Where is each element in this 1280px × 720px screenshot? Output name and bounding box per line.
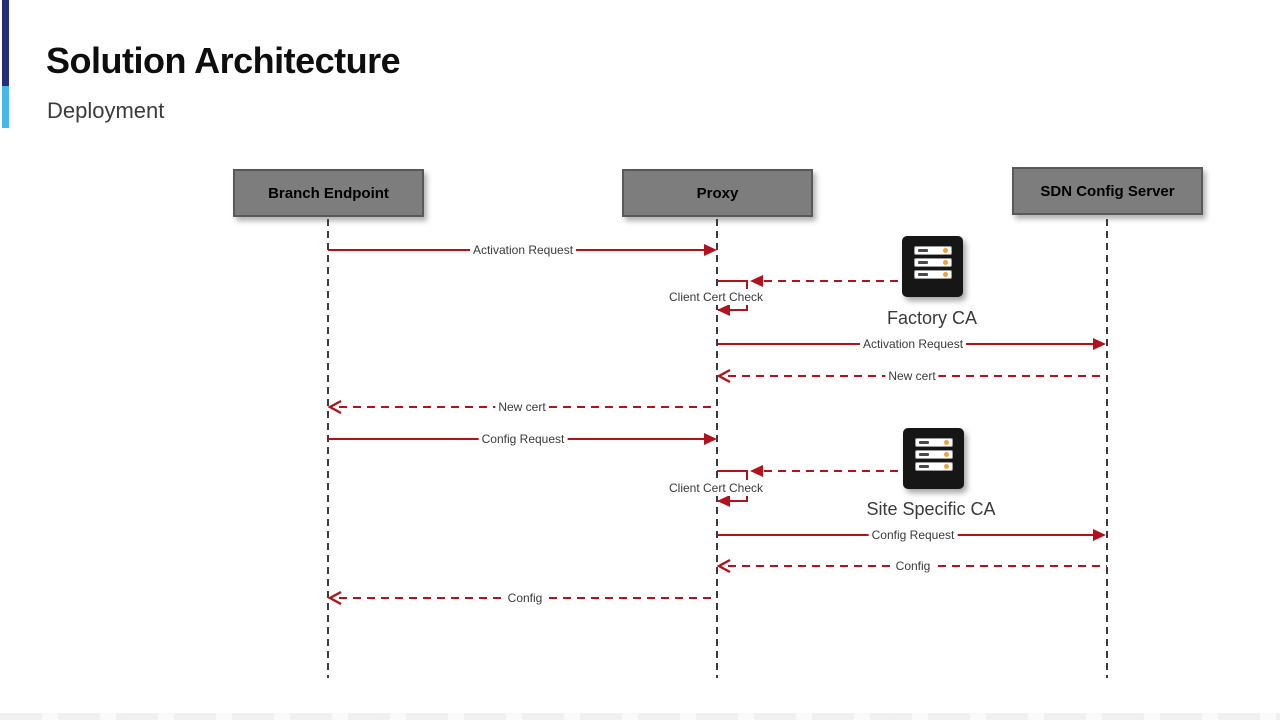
server-icon [903, 428, 964, 489]
filled-arrowhead-icon [717, 495, 730, 507]
actor-box-branch-endpoint: Branch Endpoint [233, 169, 424, 217]
server-text-mark [917, 261, 928, 264]
open-arrowhead-icon [716, 368, 731, 384]
loop-top-line [717, 470, 748, 472]
message-label: Config Request [478, 431, 568, 447]
message-label: Config Request [868, 527, 958, 543]
message-label: Client Cert Check [665, 289, 767, 305]
actor-box-proxy: Proxy [622, 169, 813, 217]
server-text-mark [918, 453, 929, 456]
actor-label: Branch Endpoint [268, 184, 389, 202]
page-title: Solution Architecture [46, 40, 401, 81]
filled-arrowhead-icon [750, 465, 763, 477]
server-bay [914, 450, 953, 459]
factory-ca-label: Factory CA [886, 308, 978, 328]
server-bay [913, 246, 952, 255]
server-text-mark [918, 441, 929, 444]
actor-label: SDN Config Server [1040, 182, 1175, 200]
accent-bar-blue [2, 86, 9, 128]
server-text-mark [918, 465, 929, 468]
message-label: Activation Request [469, 242, 577, 258]
message-label: Client Cert Check [665, 480, 767, 496]
server-led [942, 272, 948, 277]
server-text-mark [917, 249, 928, 252]
dashed-reply-line [764, 470, 903, 472]
message-label: Activation Request [859, 336, 967, 352]
dashed-reply-line [764, 280, 902, 282]
site-specific-ca-label: Site Specific CA [866, 499, 996, 519]
filled-arrowhead-icon [1093, 529, 1106, 541]
loop-bottom-line [718, 500, 748, 502]
bottom-artifact-strip [0, 713, 1280, 720]
loop-top-line [717, 280, 748, 282]
filled-arrowhead-icon [704, 433, 717, 445]
server-led [943, 452, 949, 457]
message-label: Config [504, 590, 546, 606]
server-bay [913, 258, 952, 267]
message-label: New cert [495, 399, 549, 415]
filled-arrowhead-icon [717, 304, 730, 316]
lifeline-branch-endpoint [327, 219, 329, 678]
message-label: New cert [885, 368, 939, 384]
server-bay [914, 462, 953, 471]
server-led [942, 260, 948, 265]
message-label: Config [892, 558, 934, 574]
server-text-mark [917, 273, 928, 276]
filled-arrowhead-icon [1093, 338, 1106, 350]
filled-arrowhead-icon [750, 275, 763, 287]
filled-arrowhead-icon [704, 244, 717, 256]
actor-box-sdn-config-server: SDN Config Server [1012, 167, 1203, 215]
server-bay [914, 438, 953, 447]
accent-bar-navy [2, 0, 9, 86]
open-arrowhead-icon [716, 558, 731, 574]
lifeline-proxy [716, 219, 718, 678]
server-led [942, 248, 948, 253]
server-bay [913, 270, 952, 279]
actor-label: Proxy [696, 184, 739, 202]
server-led [943, 464, 949, 469]
lifeline-sdn-config-server [1106, 219, 1108, 678]
open-arrowhead-icon [327, 590, 342, 606]
loop-bottom-line [718, 309, 748, 311]
server-icon [902, 236, 963, 297]
server-led [943, 440, 949, 445]
open-arrowhead-icon [327, 399, 342, 415]
page-subtitle: Deployment [47, 98, 165, 123]
